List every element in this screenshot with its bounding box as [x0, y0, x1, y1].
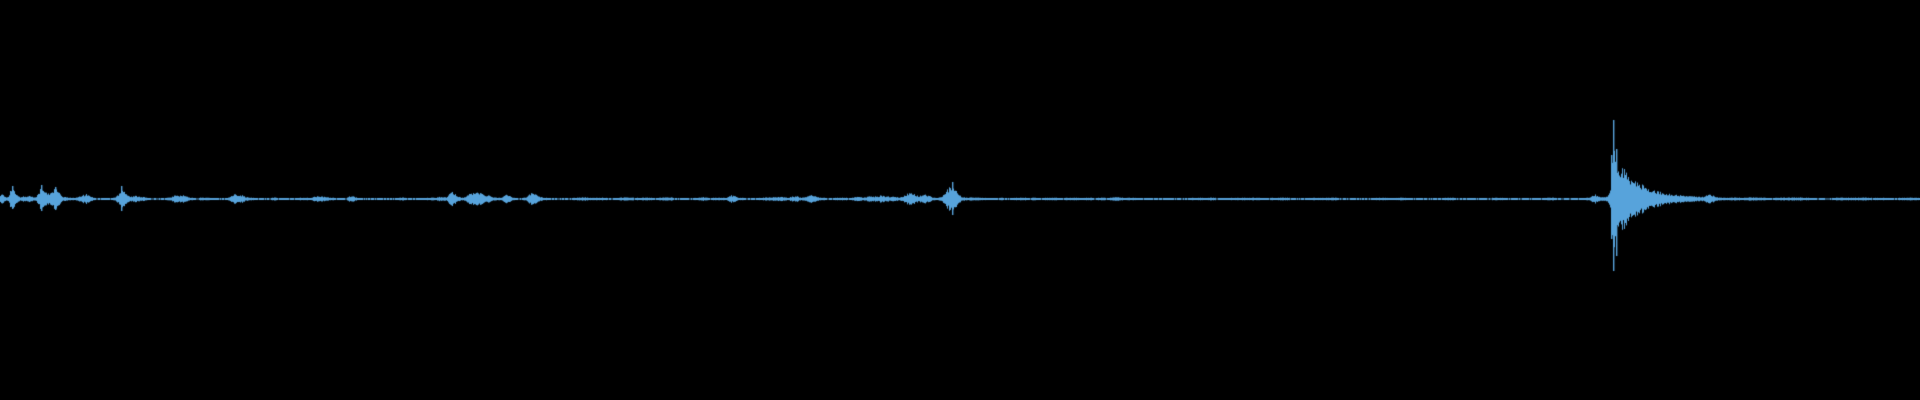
audio-waveform-viewer — [0, 0, 1920, 400]
page: { "chart_data": { "type": "area", "varia… — [0, 0, 1920, 400]
audio-waveform-canvas — [0, 0, 1920, 400]
